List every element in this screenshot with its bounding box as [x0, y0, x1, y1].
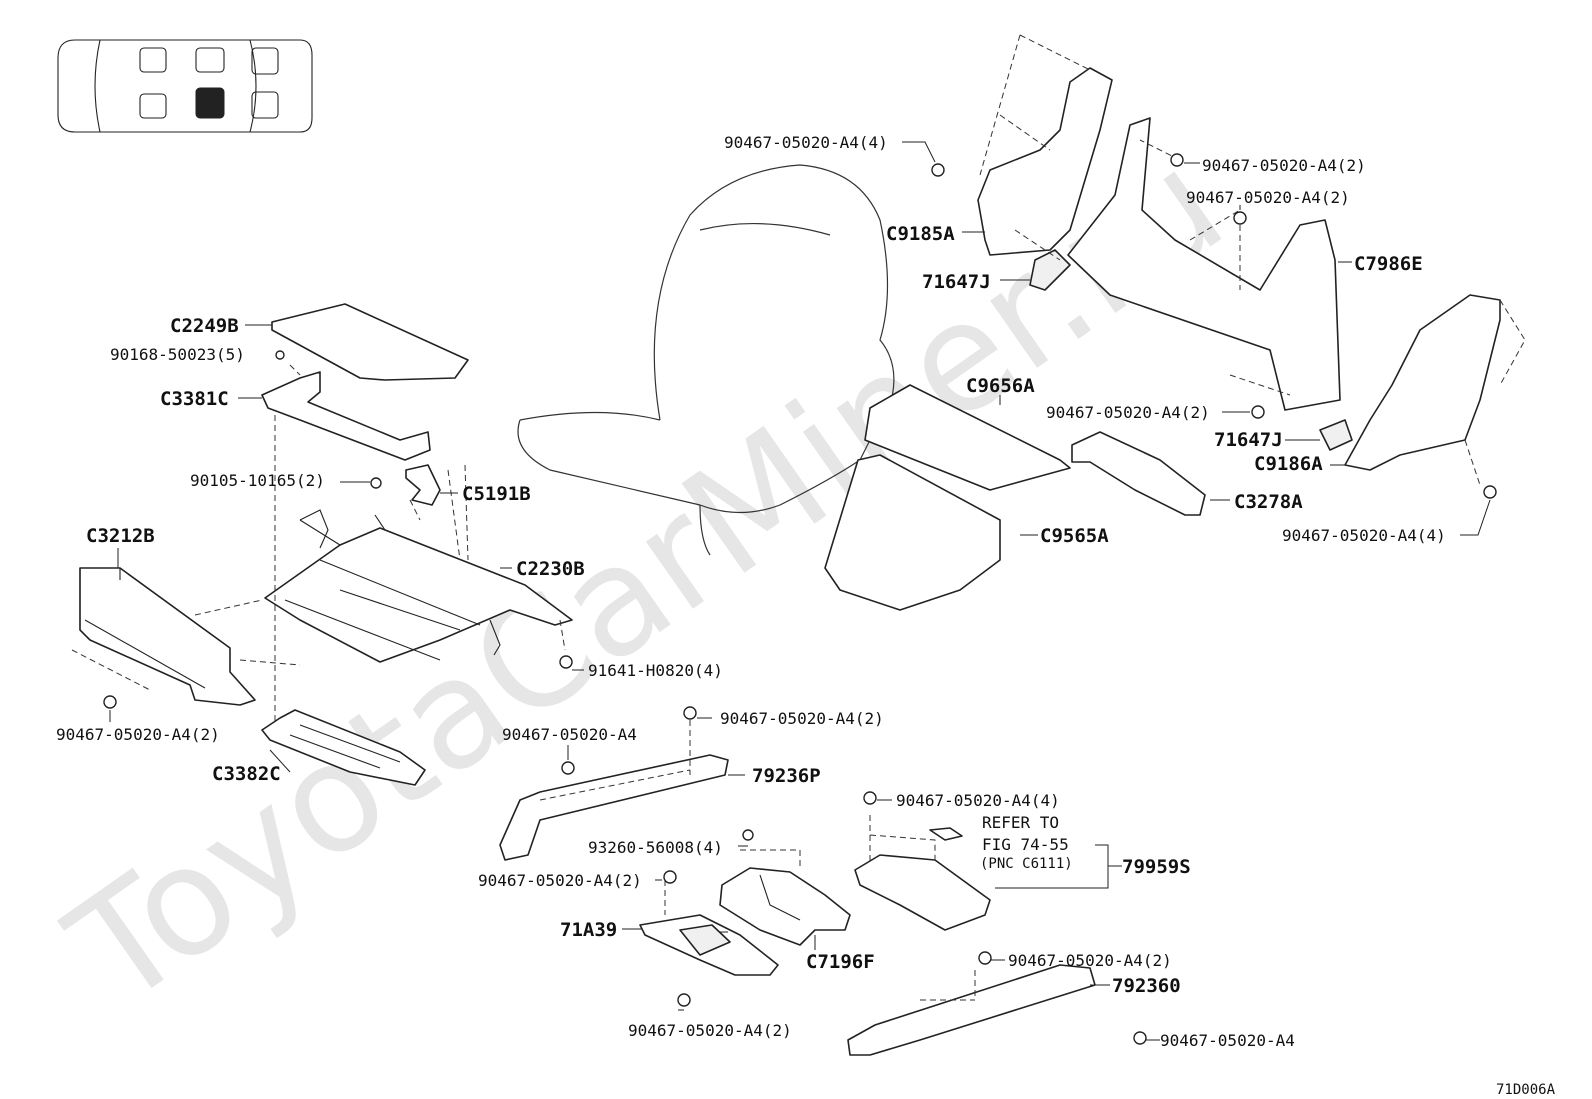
- label-79236p: 79236P: [752, 765, 821, 787]
- label-c9656a: C9656A: [966, 375, 1035, 397]
- fastener-icon: [103, 695, 117, 709]
- label-90467-b3: 90467-05020-A4(2): [628, 1021, 792, 1040]
- fastener-icon: [1483, 485, 1497, 499]
- label-90467-mid1: 90467-05020-A4(2): [720, 709, 884, 728]
- fastener-icon: [275, 350, 285, 360]
- fastener-icon: [978, 951, 992, 965]
- vehicle-location-thumbnail: [57, 39, 313, 133]
- label-79959s: 79959S: [1122, 856, 1191, 878]
- label-71a39: 71A39: [560, 919, 617, 941]
- part-c2230b-frame: [264, 509, 573, 663]
- fastener-icon: [863, 791, 877, 805]
- part-c9565a: [824, 454, 1001, 611]
- label-c2230b: C2230B: [516, 558, 585, 580]
- part-c2249b: [271, 303, 469, 381]
- label-c3382c: C3382C: [212, 763, 281, 785]
- callout-labels: C2249B 90168-50023(5) C3381C 90105-10165…: [56, 133, 1446, 1050]
- alignment-lines: [71, 34, 1526, 1001]
- fastener-icon: [1233, 211, 1247, 225]
- label-c7986e: C7986E: [1354, 253, 1423, 275]
- label-90467-left: 90467-05020-A4(2): [56, 725, 220, 744]
- part-c9186a: [1319, 294, 1501, 471]
- label-90467-r1: 90467-05020-A4(2): [1046, 403, 1210, 422]
- fasteners: [103, 153, 1497, 1045]
- label-90467-t3: 90467-05020-A4(2): [1186, 188, 1350, 207]
- fastener-icon: [742, 829, 754, 841]
- part-c9656a: [864, 384, 1071, 491]
- leader-lines: [109, 141, 1491, 1041]
- label-refer-fig: FIG 74-55: [982, 835, 1069, 854]
- label-90467-b5: 90467-05020-A4: [1160, 1031, 1295, 1050]
- fastener-icon: [677, 993, 691, 1007]
- fastener-icon: [1133, 1031, 1147, 1045]
- label-93260-56008: 93260-56008(4): [588, 838, 723, 857]
- fastener-icon: [683, 706, 697, 720]
- fastener-icon: [561, 761, 575, 775]
- label-c3381c: C3381C: [160, 388, 229, 410]
- label-90168-50023: 90168-50023(5): [110, 345, 245, 364]
- part-c7986e: [1067, 117, 1341, 411]
- label-c9186a: C9186A: [1254, 453, 1323, 475]
- label-c9185a: C9185A: [886, 223, 955, 245]
- label-c7196f: C7196F: [806, 951, 875, 973]
- fastener-icon: [370, 477, 382, 489]
- label-c3278a: C3278A: [1234, 491, 1303, 513]
- label-71647j-2: 71647J: [1214, 429, 1283, 451]
- label-c2249b: C2249B: [170, 315, 239, 337]
- label-90105-10165: 90105-10165(2): [190, 471, 325, 490]
- fastener-icon: [663, 870, 677, 884]
- label-refer-pnc: (PNC C6111): [980, 856, 1073, 872]
- label-90467-t1: 90467-05020-A4(4): [724, 133, 888, 152]
- part-79236q: [847, 964, 1096, 1056]
- part-c3278a: [1071, 431, 1206, 516]
- diagram-code: 71D006A: [1496, 1082, 1556, 1098]
- label-90467-b1: 90467-05020-A4(4): [896, 791, 1060, 810]
- label-refer-to: REFER TO: [982, 813, 1059, 832]
- label-90467-t2: 90467-05020-A4(2): [1202, 156, 1366, 175]
- label-c3212b: C3212B: [86, 525, 155, 547]
- label-90467-mid2: 90467-05020-A4: [502, 725, 637, 744]
- part-c3212b: [79, 567, 256, 706]
- part-79959s: [854, 827, 991, 931]
- fastener-icon: [1251, 405, 1265, 419]
- label-792360: 792360: [1112, 975, 1181, 997]
- label-71647j-1: 71647J: [922, 271, 991, 293]
- part-c7196f: [719, 867, 851, 946]
- label-90467-r2: 90467-05020-A4(4): [1282, 526, 1446, 545]
- label-90467-b4: 90467-05020-A4(2): [1008, 951, 1172, 970]
- label-90467-b2: 90467-05020-A4(2): [478, 871, 642, 890]
- fastener-icon: [559, 655, 573, 669]
- seat-outline: [517, 164, 895, 556]
- fastener-icon: [931, 163, 945, 177]
- part-79236p: [499, 754, 729, 861]
- part-c5191b: [405, 464, 441, 506]
- label-c5191b: C5191B: [462, 483, 531, 505]
- label-c9565a: C9565A: [1040, 525, 1109, 547]
- label-91641-h0820: 91641-H0820(4): [588, 661, 723, 680]
- part-c3381c: [261, 371, 431, 461]
- fastener-icon: [1170, 153, 1184, 167]
- part-c3382c: [261, 709, 426, 786]
- part-71a39: [639, 914, 779, 976]
